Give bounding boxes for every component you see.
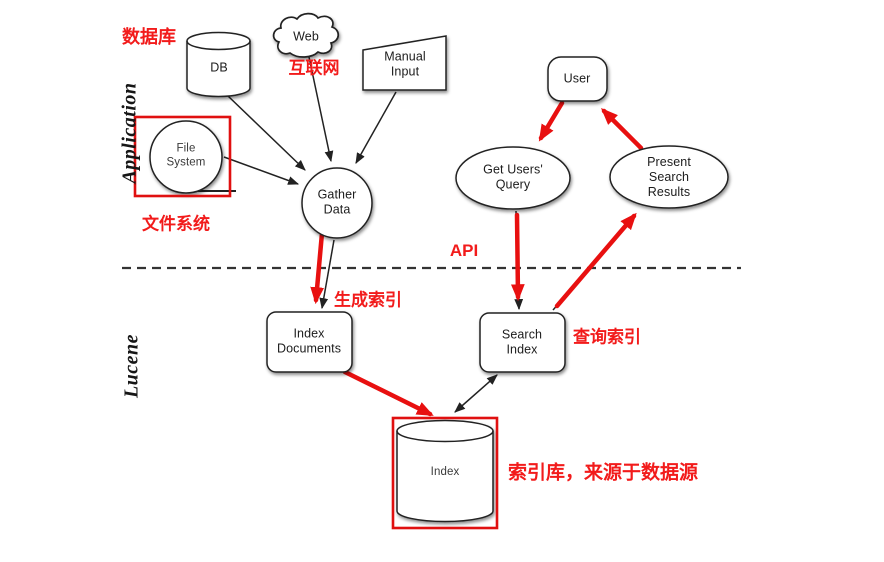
manual-input-label: Manual Input — [384, 49, 426, 78]
index-store-cylinder-rim — [396, 430, 494, 443]
present-search-results-ellipse — [609, 145, 729, 209]
arrow-searchindex-indexstore-bidirectional — [454, 374, 498, 413]
red-arrow-gather-to-indexdocs — [310, 230, 325, 305]
annotation-query-index: 查询索引 — [573, 327, 641, 347]
manual-input-shape — [362, 35, 447, 91]
file-system-label: File System — [166, 142, 206, 168]
section-label-application: Application — [118, 82, 141, 184]
red-arrow-indexdocs-to-indexstore — [342, 369, 434, 417]
red-arrow-present-to-user — [600, 107, 644, 151]
index-store-highlight-box — [391, 416, 499, 530]
user-label: User — [563, 71, 591, 86]
red-arrow-user-to-query — [538, 100, 565, 142]
annotation-internet: 互联网 — [288, 58, 340, 78]
gather-data-label: Gather Data — [317, 187, 357, 216]
index-store-label: Index — [430, 466, 460, 479]
db-label: DB — [210, 60, 228, 75]
web-cloud — [272, 12, 340, 58]
file-system-circle — [149, 120, 223, 194]
section-label-lucene: Lucene — [120, 333, 143, 399]
arrow-db-to-gather — [227, 95, 306, 171]
annotation-index-store: 索引库，来源于数据源 — [507, 462, 699, 484]
db-cylinder-rim — [186, 40, 251, 51]
index-documents-box — [266, 311, 353, 373]
search-index-label: Search Index — [501, 327, 543, 356]
red-arrow-searchindex-to-present — [554, 212, 637, 309]
arrow-filesystem-to-gather — [223, 156, 300, 185]
gather-data-circle — [301, 167, 373, 239]
get-users-query-label: Get Users' Query — [483, 162, 543, 191]
annotation-api: API — [449, 241, 479, 260]
annotation-build-index: 生成索引 — [334, 290, 402, 310]
arrow-manual-to-gather — [355, 91, 397, 164]
index-store-cylinder — [396, 419, 494, 523]
present-search-results-label: Present Search Results — [647, 154, 691, 199]
user-box — [547, 56, 608, 102]
web-label: Web — [293, 29, 319, 44]
search-index-box — [479, 312, 566, 373]
annotation-database: 数据库 — [122, 27, 176, 47]
red-arrow-query-to-searchindex — [510, 212, 525, 302]
file-system-highlight-box — [133, 115, 232, 198]
index-documents-label: Index Documents — [276, 326, 342, 355]
arrow-web-to-gather — [308, 56, 334, 163]
annotation-file-system: 文件系统 — [142, 214, 210, 234]
get-users-query-ellipse — [455, 146, 571, 210]
arrow-gather-to-indexdocs-thin — [319, 239, 335, 310]
